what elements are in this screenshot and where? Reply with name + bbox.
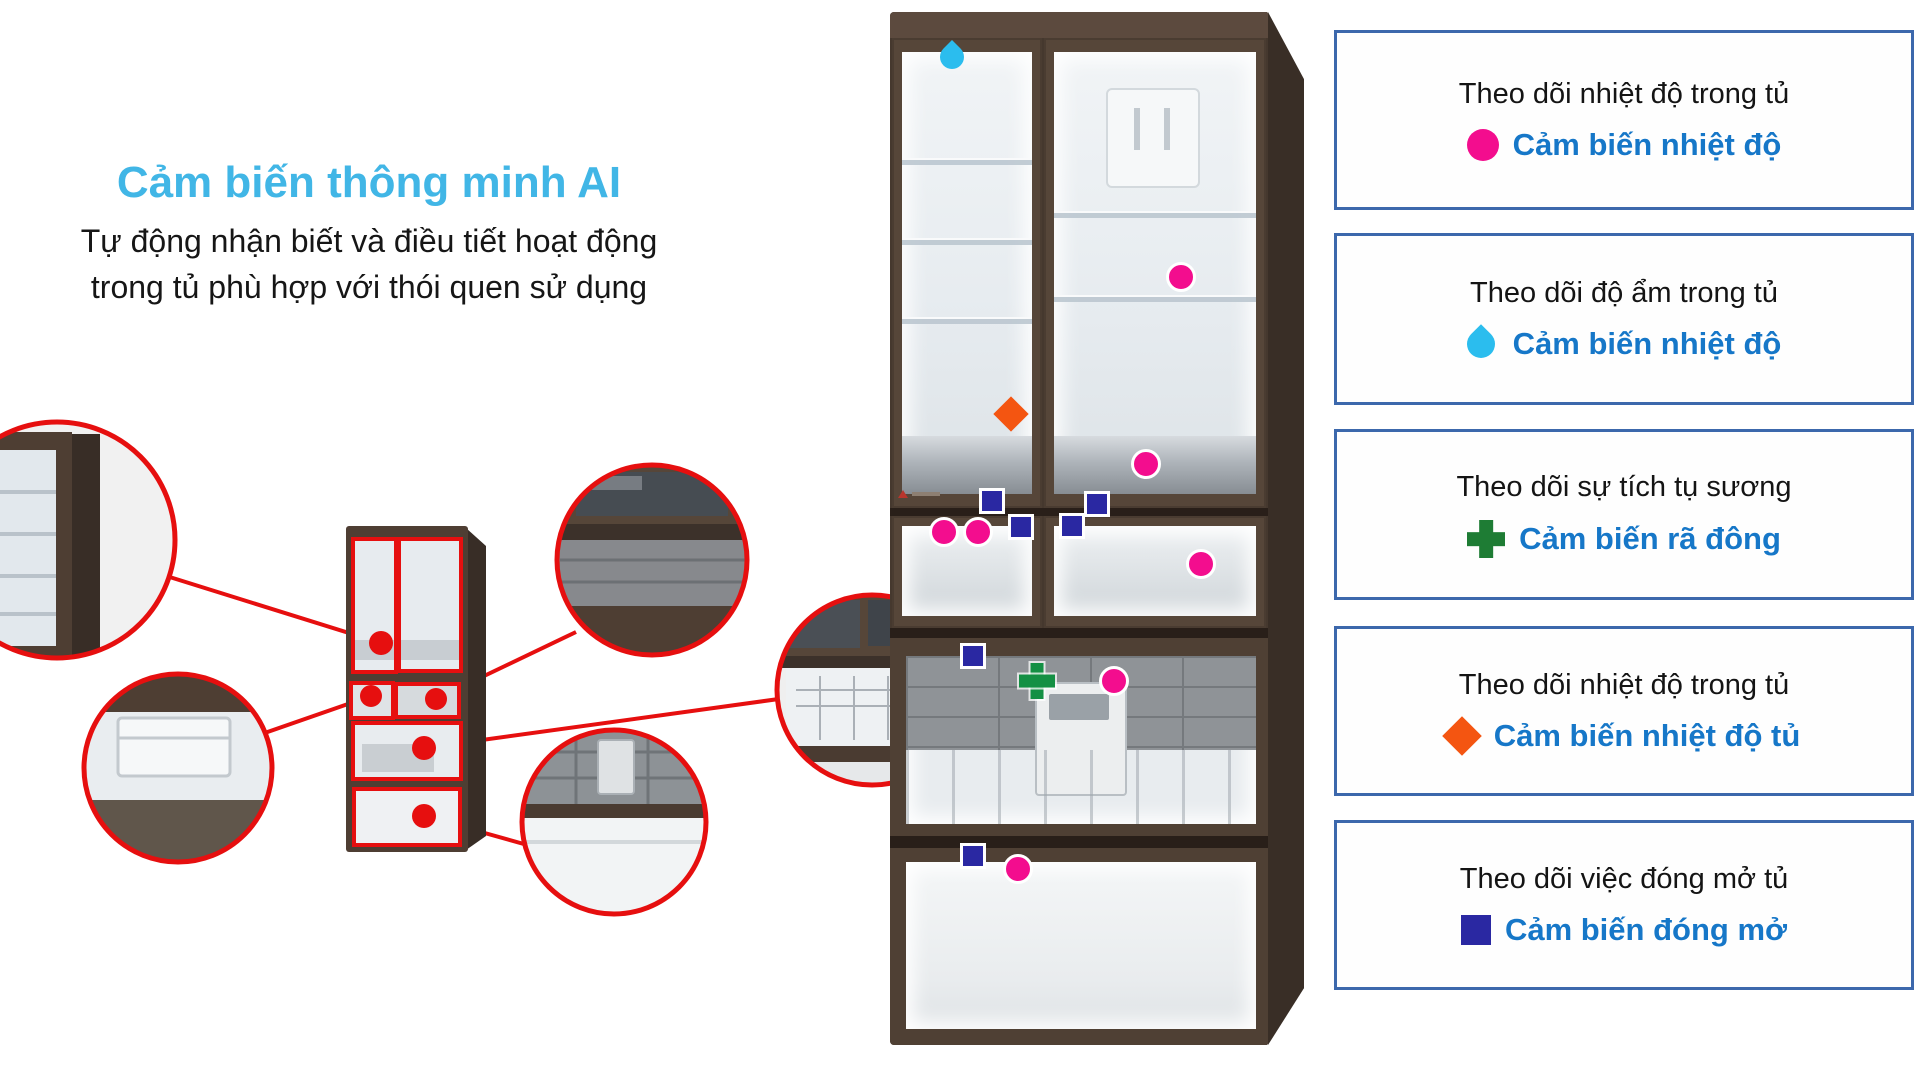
subtitle-line-2: trong tủ phù hợp với thói quen sử dụng — [90, 269, 648, 306]
legend-row: Cảm biến đóng mở — [1460, 911, 1788, 948]
orange-diamond-icon — [1441, 715, 1482, 756]
legend-label: Cảm biến nhiệt độ tủ — [1493, 717, 1801, 753]
legend-title: Theo dõi việc đóng mở tủ — [1459, 862, 1789, 895]
legend-title: Theo dõi sự tích tụ sương — [1456, 471, 1792, 503]
zoom-circle-ice-compartment — [81, 671, 275, 865]
highlight-outlines — [349, 537, 463, 847]
green-cross-icon — [1467, 520, 1505, 558]
navy-square-icon — [1460, 914, 1491, 945]
legend-row: Cảm biến nhiệt độ — [1460, 323, 1782, 364]
legend-row: Cảm biến rã đông — [1467, 520, 1781, 558]
callout-dots — [360, 631, 447, 828]
cyan-droplet-icon — [1460, 323, 1501, 364]
legend-label: Cảm biến rã đông — [1519, 521, 1781, 556]
legend-box-defrost: Theo dõi sự tích tụ sương Cảm biến rã đô… — [1334, 429, 1914, 600]
pink-circle-icon — [1466, 128, 1499, 161]
legend-row: Cảm biến nhiệt độ tủ — [1441, 715, 1801, 756]
legend-title: Theo dõi nhiệt độ trong tủ — [1458, 77, 1790, 110]
zoom-circle-small-drawer — [554, 462, 750, 658]
legend-label: Cảm biến đóng mở — [1504, 911, 1788, 947]
intro-block: Cảm biến thông minh AI Tự động nhận biết… — [38, 158, 700, 311]
subtitle-line-1: Tự động nhận biết và điều tiết hoạt động — [80, 223, 658, 259]
legend-box-temperature: Theo dõi nhiệt độ trong tủ Cảm biến nhiệ… — [1334, 30, 1914, 210]
legend-label: Cảm biến nhiệt độ — [1512, 126, 1782, 162]
page-subtitle: Tự động nhận biết và điều tiết hoạt động… — [38, 218, 700, 311]
legend-label: Cảm biến nhiệt độ — [1512, 325, 1782, 361]
zoom-circle-fridge-door — [0, 419, 178, 661]
legend-box-humidity: Theo dõi độ ẩm trong tủ Cảm biến nhiệt đ… — [1334, 233, 1914, 405]
legend-box-cabinet-temperature: Theo dõi nhiệt độ trong tủ Cảm biến nhiệ… — [1334, 626, 1914, 796]
page-title: Cảm biến thông minh AI — [116, 158, 622, 207]
legend-title: Theo dõi độ ẩm trong tủ — [1470, 276, 1778, 309]
legend-row: Cảm biến nhiệt độ — [1466, 126, 1782, 163]
legend-title: Theo dõi nhiệt độ trong tủ — [1458, 668, 1790, 701]
legend-box-door-open-close: Theo dõi việc đóng mở tủ Cảm biến đóng m… — [1334, 820, 1914, 990]
